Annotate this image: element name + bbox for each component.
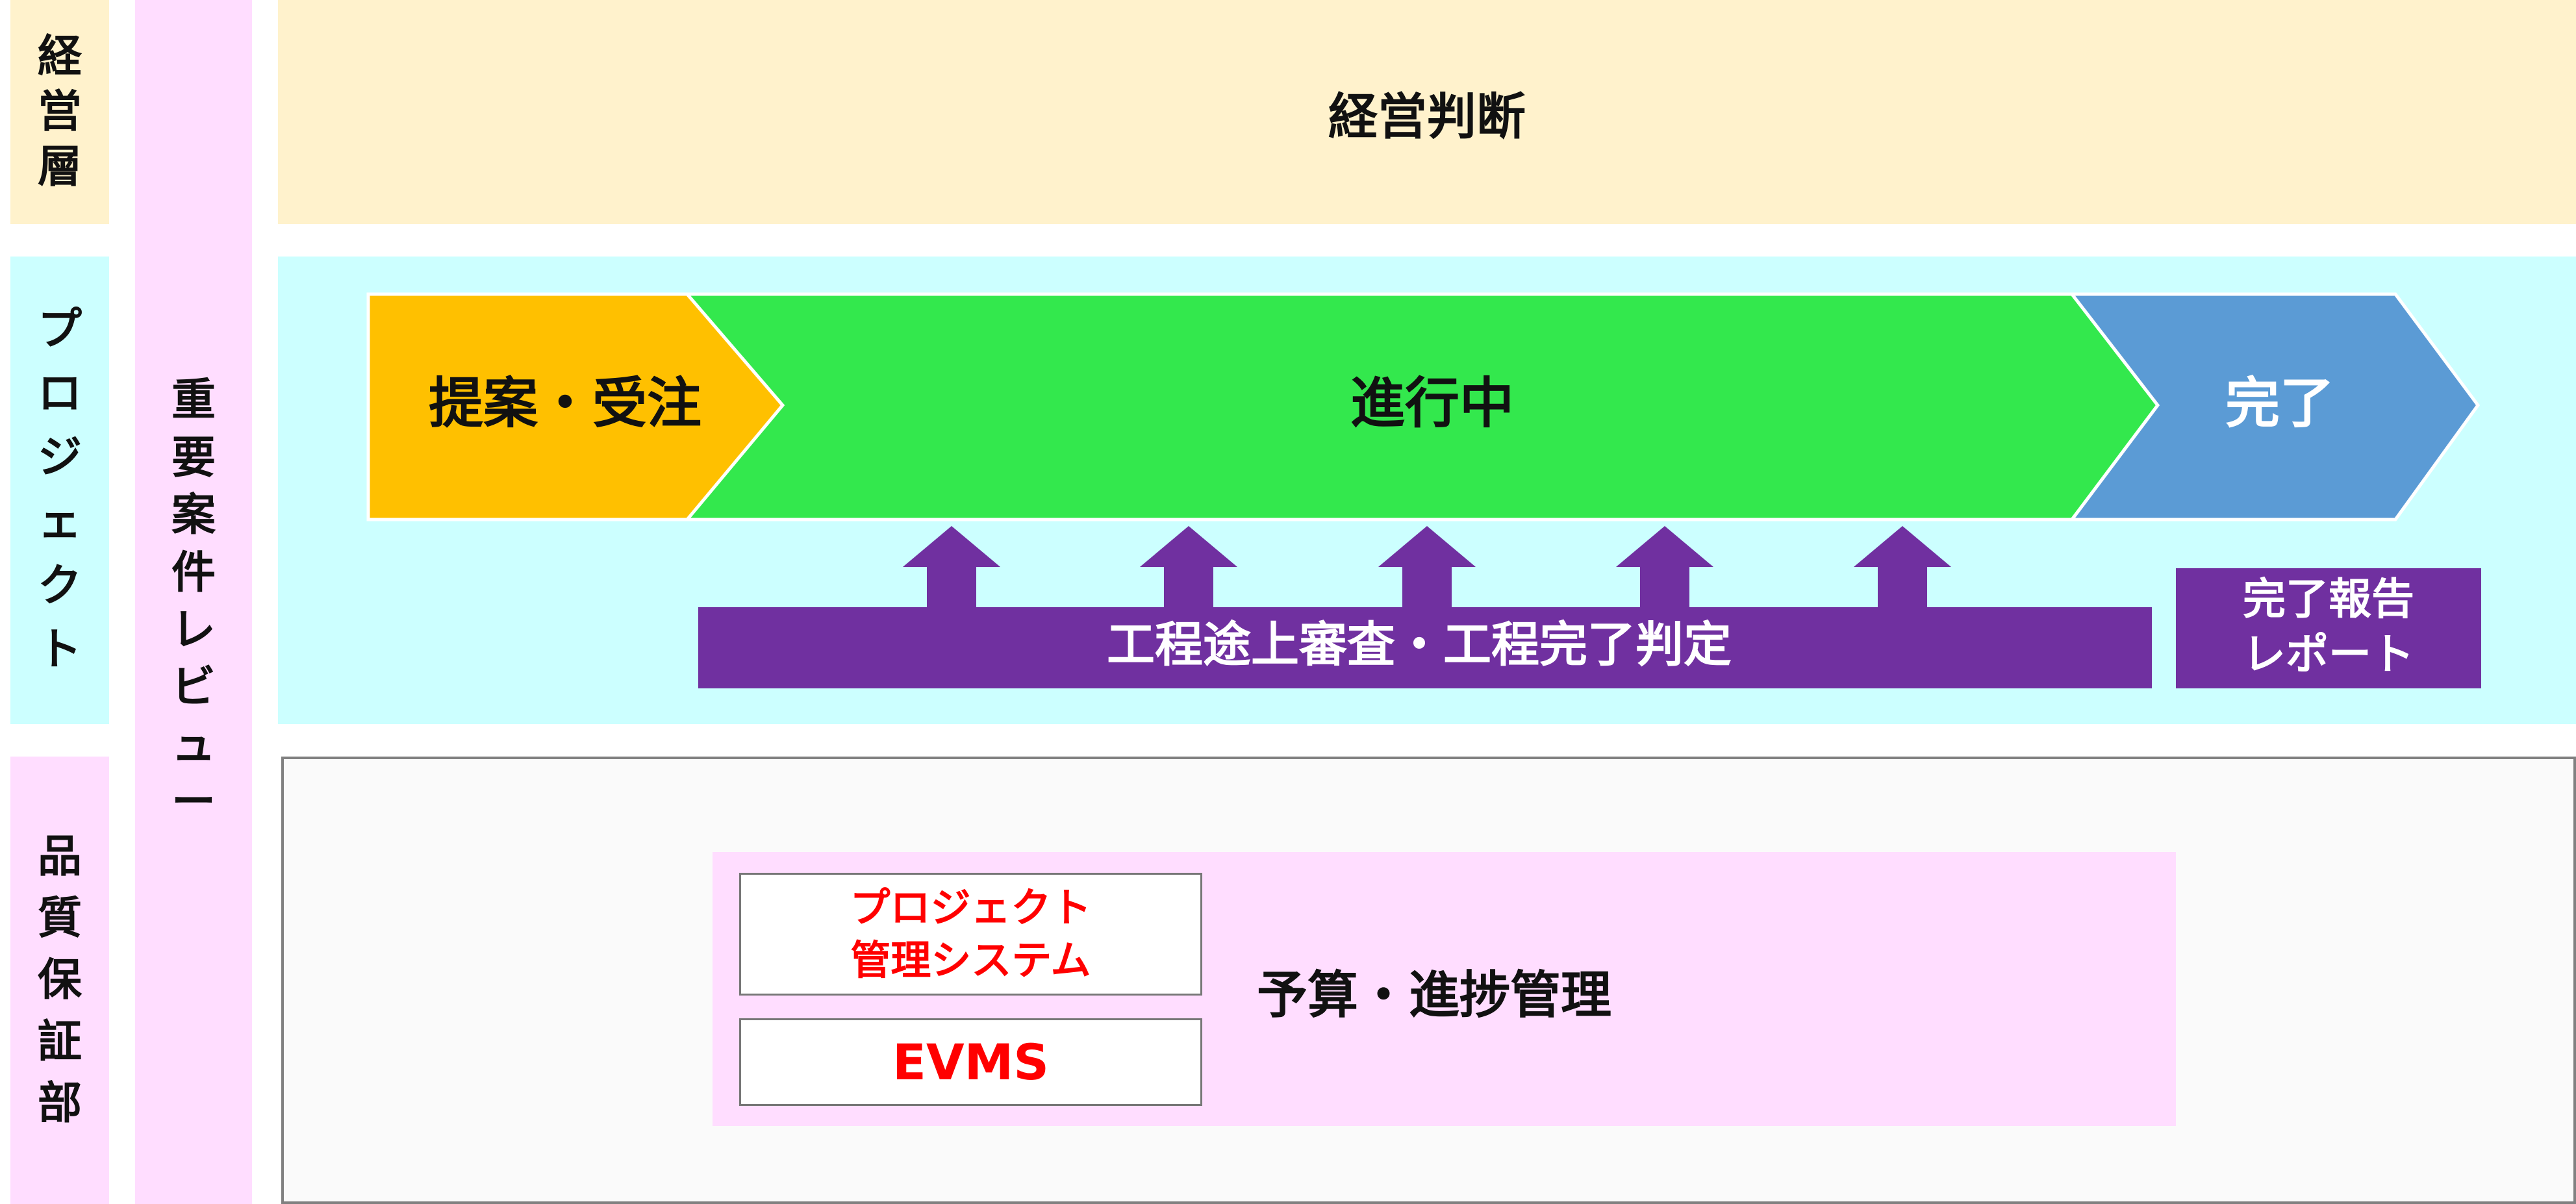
stage-in-progress-label: 進行中 xyxy=(1350,371,1514,435)
completion-report-line2: レポート xyxy=(2243,629,2414,679)
label-char: ジ xyxy=(37,432,82,484)
system-name-line2: 管理システム xyxy=(850,936,1091,984)
review-arrow xyxy=(1616,526,1713,610)
project-row-label: プ ロ ジ ェ ク ト xyxy=(10,257,109,724)
management-decision-band: 経営判断 xyxy=(278,0,2576,224)
evms-label: EVMS xyxy=(892,1033,1050,1091)
label-char: ビ xyxy=(171,662,216,714)
budget-progress-label: 予算・進捗管理 xyxy=(1257,966,1612,1025)
stage-proposal-label: 提案・受注 xyxy=(429,371,701,435)
review-bar xyxy=(698,607,2152,688)
label-char: 層 xyxy=(37,142,82,193)
label-char: ー xyxy=(171,777,216,829)
system-name-line1: プロジェクト xyxy=(850,883,1092,931)
management-decision-text: 経営判断 xyxy=(1328,87,1526,145)
label-char: レ xyxy=(171,605,216,656)
label-char: ロ xyxy=(37,368,82,420)
stage-complete-label: 完了 xyxy=(2225,371,2334,435)
review-arrow xyxy=(1854,526,1951,610)
label-char: 重 xyxy=(171,375,216,427)
review-bar-label: 工程途上審査・工程完了判定 xyxy=(1107,617,1732,673)
label-char: ュ xyxy=(171,719,216,771)
evms-box: EVMS xyxy=(739,1018,1202,1106)
label-char: 営 xyxy=(37,86,82,138)
label-char: ェ xyxy=(37,496,82,547)
label-char: 品 xyxy=(37,831,82,883)
review-arrow xyxy=(1378,526,1476,610)
label-char: 案 xyxy=(171,490,216,542)
completion-report-line1: 完了報告 xyxy=(2243,574,2414,624)
review-arrows xyxy=(903,526,1951,610)
label-char: 件 xyxy=(171,547,216,599)
label-char: 経 xyxy=(37,31,82,82)
review-arrow xyxy=(1140,526,1237,610)
label-char: 保 xyxy=(37,954,82,1006)
label-char: ク xyxy=(37,560,82,612)
review-arrow xyxy=(903,526,1000,610)
completion-report-box xyxy=(2176,568,2481,688)
label-char: プ xyxy=(37,304,82,356)
label-char: 質 xyxy=(37,892,82,944)
label-char: ト xyxy=(37,624,82,676)
qa-row-label: 品 質 保 証 部 xyxy=(10,757,109,1204)
management-row-label: 経 営 層 xyxy=(10,0,109,224)
label-char: 部 xyxy=(37,1078,82,1130)
label-char: 証 xyxy=(37,1016,82,1068)
stage-complete-shape xyxy=(2068,292,2481,521)
label-char: 要 xyxy=(171,432,216,484)
project-management-system-box: プロジェクト 管理システム xyxy=(739,873,1202,996)
important-case-review-column: 重 要 案 件 レ ビ ュ ー xyxy=(135,0,252,1204)
